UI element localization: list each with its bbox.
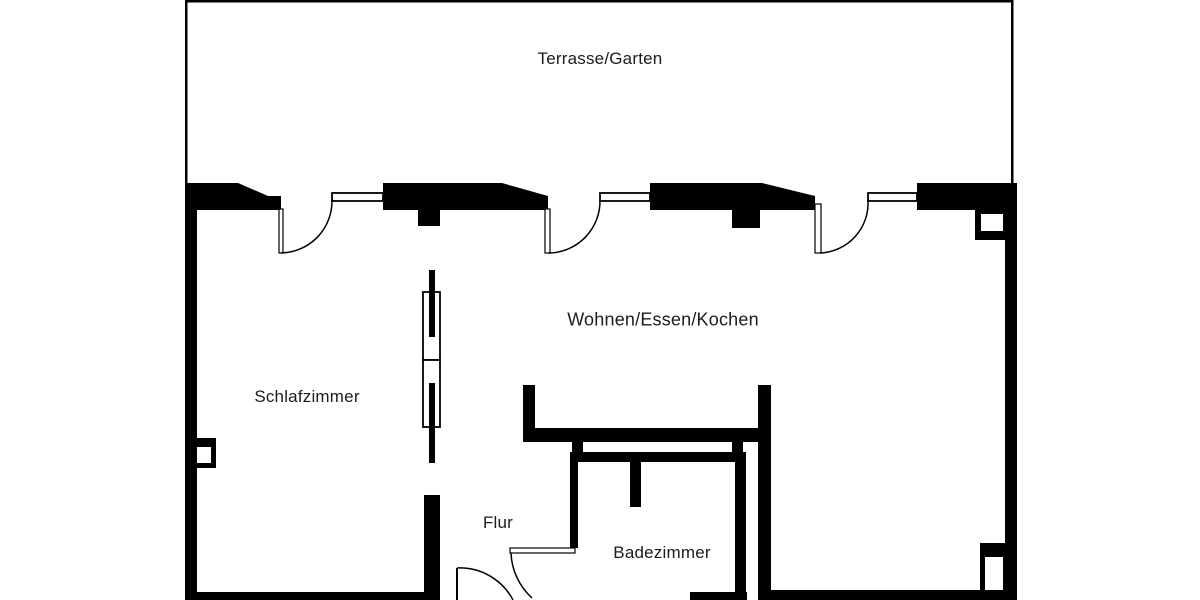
wall-bath-inner-right <box>735 452 746 600</box>
terrace-outline <box>185 0 1014 185</box>
wall-top-segment-a <box>185 183 281 210</box>
wall-bottom-left <box>185 592 440 600</box>
terrace-right-line <box>1011 0 1014 185</box>
wall-living-east <box>758 385 771 600</box>
entrance-door-leaf <box>456 568 458 600</box>
window-3 <box>867 192 918 202</box>
room-label-wohnen: Wohnen/Essen/Kochen <box>567 309 759 330</box>
door-swing-arc-2 <box>547 199 601 254</box>
terrace-left-line <box>185 0 188 185</box>
wall-bath-partition-stub <box>630 462 641 507</box>
room-label-badezimmer: Badezimmer <box>613 543 711 562</box>
wall-bottom-bath <box>690 592 747 600</box>
wall-top-segment-c <box>650 183 815 210</box>
door-leaf-2 <box>544 208 551 254</box>
terrace-top-line <box>185 0 1013 3</box>
pillars <box>197 208 1005 590</box>
pillar-top-right-core <box>981 214 1003 231</box>
wall-bath-inner-left <box>570 452 578 548</box>
windows <box>331 192 918 202</box>
entrance-door <box>456 567 514 600</box>
wall-bath-connector-left <box>572 442 583 452</box>
wall-bath-connector-right <box>732 442 743 452</box>
wall-right <box>1005 183 1017 600</box>
room-label-terrasse: Terrasse/Garten <box>537 49 663 68</box>
interior-walls <box>424 385 771 600</box>
window-2 <box>599 192 651 202</box>
pillar-bottom-right-core <box>985 557 1003 590</box>
wall-bath-upper <box>523 428 771 442</box>
wall-top-segment-d <box>917 183 1017 210</box>
sliding-door-panel-2 <box>429 383 435 463</box>
room-label-schlafzimmer: Schlafzimmer <box>254 387 360 406</box>
exterior-walls <box>185 183 1017 600</box>
wall-stub-livingroom <box>732 209 760 228</box>
room-label-flur: Flur <box>482 513 514 532</box>
wall-left <box>185 183 197 600</box>
sliding-door-panel-1 <box>429 270 435 337</box>
wall-bath-inner-top <box>572 452 743 462</box>
terrace-doors <box>278 199 869 254</box>
duct-bedroom-core <box>197 447 211 463</box>
bathroom-door-swing-arc <box>510 552 533 599</box>
wall-bottom-right <box>771 590 1005 600</box>
entrance-door-swing-arc <box>456 567 514 600</box>
door-leaf-1 <box>278 208 284 254</box>
wall-top-segment-b <box>383 183 548 210</box>
bathroom-door-leaf <box>509 547 576 554</box>
door-swing-arc-3 <box>819 199 869 254</box>
bathroom-door <box>509 547 576 599</box>
door-swing-arc-1 <box>280 199 333 254</box>
sliding-door <box>422 270 441 463</box>
wall-bath-left-stub <box>523 385 535 429</box>
window-1 <box>331 192 384 202</box>
door-leaf-3 <box>814 203 822 254</box>
wall-stub-slider <box>418 209 440 226</box>
wall-bedroom-hall <box>424 495 440 600</box>
